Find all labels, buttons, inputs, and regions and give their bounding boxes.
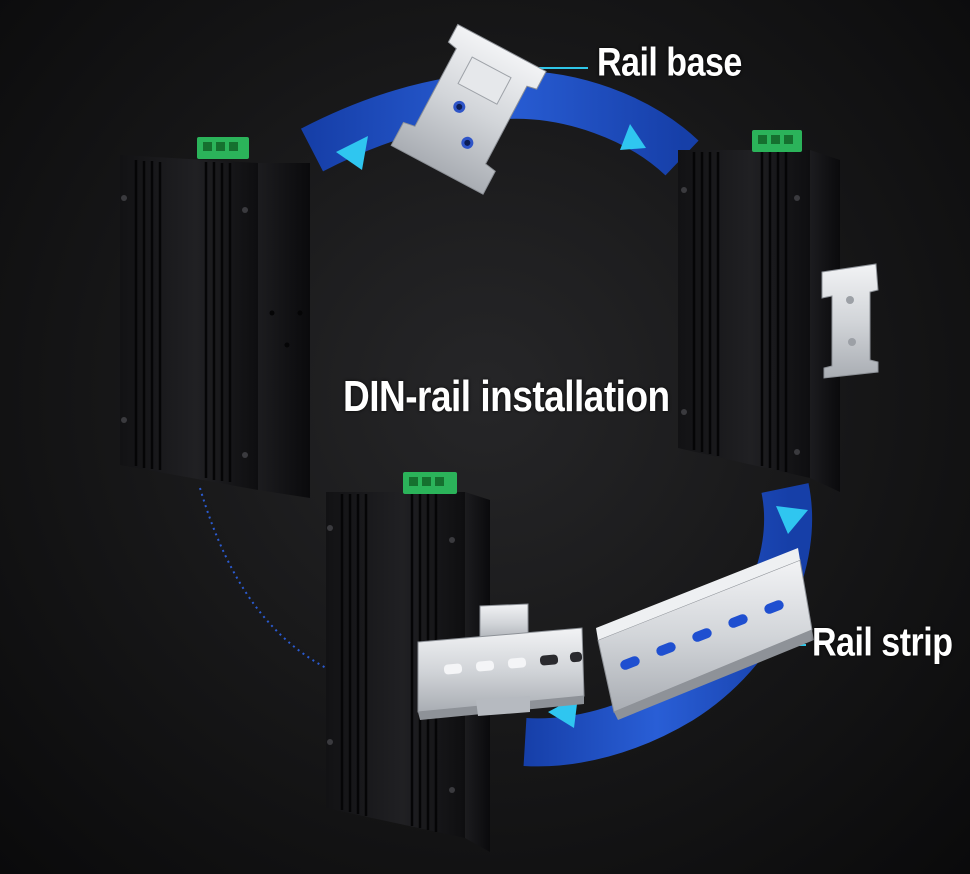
mounted-rail-strip (417, 627, 585, 720)
diagram-title: DIN-rail installation (343, 372, 670, 421)
device-left (120, 137, 310, 498)
device-right (678, 130, 879, 492)
arrowhead-top-right (620, 124, 646, 150)
arrowhead-left (336, 136, 368, 170)
rail-strip-part (596, 548, 814, 720)
device-bottom (326, 472, 585, 852)
rail-base-part (390, 23, 547, 195)
arrow-band-bottom (523, 483, 813, 767)
rail-strip-label: Rail strip (812, 620, 953, 665)
dotted-arc (199, 487, 327, 669)
mounted-rail-base (821, 263, 879, 379)
rail-base-label: Rail base (597, 40, 742, 85)
arrowhead-right (776, 506, 808, 534)
